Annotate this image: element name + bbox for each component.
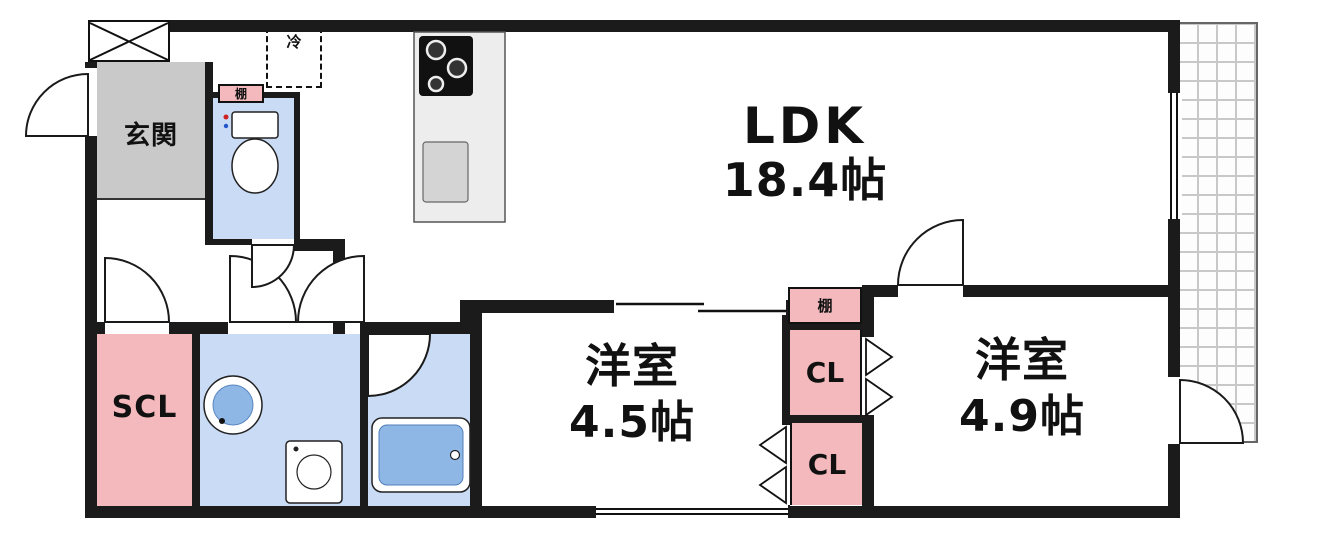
toilet-room <box>213 98 294 239</box>
wall <box>333 239 345 334</box>
room-label-western-45: 洋室 <box>585 339 679 393</box>
wall <box>782 300 790 425</box>
wall <box>192 322 200 518</box>
wall <box>170 20 1180 32</box>
wall <box>782 415 874 423</box>
room-label-western-49: 洋室 <box>975 333 1069 387</box>
burner-icon <box>425 39 447 61</box>
washroom <box>200 334 360 506</box>
wall <box>364 322 482 334</box>
closet-lower: CL <box>790 423 862 505</box>
balcony <box>1180 22 1258 443</box>
wall <box>294 92 300 245</box>
pipe-space-box <box>88 20 170 62</box>
entrance-door-swing-arc <box>24 72 89 137</box>
wall <box>85 506 1180 518</box>
wall <box>360 322 368 518</box>
wall <box>782 505 790 518</box>
door-swing-arc <box>296 254 365 323</box>
bedroom-door-swing-arc <box>896 218 964 286</box>
wall <box>782 322 874 330</box>
burner-icon <box>427 75 445 93</box>
stove-icon <box>419 36 473 96</box>
entrance-area <box>97 62 205 200</box>
room-label-ldk: LDK <box>742 97 868 155</box>
wall <box>470 300 482 518</box>
wall <box>85 62 97 68</box>
wall <box>205 239 252 245</box>
wall <box>85 322 105 334</box>
shelf-bedroom: 棚 <box>788 287 862 324</box>
room-label-scl: SCL <box>111 390 178 425</box>
door-swing-arc <box>229 254 298 323</box>
toilet-door-swing-arc <box>251 244 296 289</box>
room-label-entrance: 玄関 <box>123 121 178 151</box>
wall <box>862 415 874 518</box>
shelf-entrance: 棚 <box>218 84 264 103</box>
folding-door-icon <box>758 465 787 505</box>
room-size-western-49: 4.9帖 <box>959 391 1085 442</box>
sliding-door-icon <box>614 297 786 315</box>
kitchen-sink-icon <box>422 141 469 203</box>
wall <box>205 62 213 245</box>
shoe-closet-room <box>97 334 192 506</box>
burner-icon <box>446 57 468 79</box>
bathroom <box>368 334 470 506</box>
wall <box>294 239 345 251</box>
wall <box>862 285 898 297</box>
door-swing-arc <box>104 256 171 323</box>
closet-upper: CL <box>790 330 862 415</box>
wall <box>1168 20 1180 518</box>
room-size-ldk: 18.4帖 <box>722 153 888 207</box>
wall <box>963 285 1180 297</box>
wall <box>460 300 618 313</box>
kitchen-counter <box>413 31 506 223</box>
room-size-western-45: 4.5帖 <box>569 397 695 448</box>
refrigerator-space: 冷 <box>266 27 322 88</box>
